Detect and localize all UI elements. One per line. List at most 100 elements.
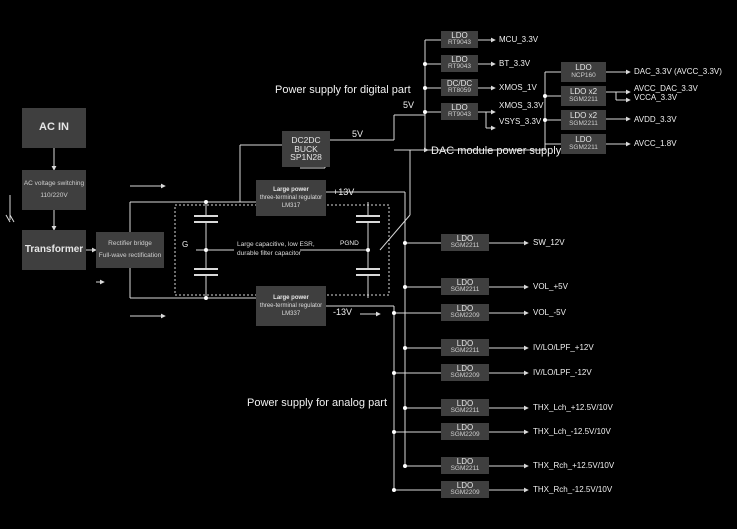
rectifier-line1: Rectifier bridge xyxy=(108,239,152,247)
dac-output-label-secondary: VCCA_3.3V xyxy=(634,93,678,102)
lm337-regulator: Large power three-terminal regulator LM3… xyxy=(256,286,326,326)
analog-ldo-part: SGM2209 xyxy=(450,431,480,439)
transformer-block: Transformer xyxy=(22,230,86,270)
digital-ldo-type: DC/DC xyxy=(446,78,473,88)
analog-ldo-type: LDO xyxy=(456,398,474,408)
dcdc-buck-block: DC2DC BUCK SP1N28 xyxy=(282,131,330,167)
reg-neg-line3: LM337 xyxy=(281,311,301,318)
analog-ldo-type: LDO xyxy=(456,456,474,466)
digital-ldo-type: LDO xyxy=(451,54,468,64)
dac-ldo-type: LDO xyxy=(575,63,592,73)
switch-line1: AC voltage switching xyxy=(23,179,85,187)
dac-output-label: DAC_3.3V (AVCC_3.3V) xyxy=(634,67,722,76)
digital-ldo-part: RT9043 xyxy=(447,111,471,119)
analog-ldo-part: SGM2211 xyxy=(450,347,480,355)
analog-ldo-part: SGM2209 xyxy=(450,372,480,380)
dac-output-label: AVCC_1.8V xyxy=(634,139,677,148)
analog-output-label: THX_Rch_+12.5V/10V xyxy=(533,460,615,470)
dac-output-label: AVDD_3.3V xyxy=(634,115,677,124)
analog-ldo-type: LDO xyxy=(456,277,474,287)
reg-neg-line1: Large power xyxy=(273,294,309,301)
analog-ldo-type: LDO xyxy=(456,233,474,243)
v5-digital-label: 5V xyxy=(403,100,415,110)
ground-g-label: G xyxy=(182,240,189,249)
digital-ldo-part: RT8059 xyxy=(447,87,471,95)
analog-ldo-type: LDO xyxy=(456,338,474,348)
analog-ldo-part: SGM2211 xyxy=(450,286,480,294)
reg-pos-line3: LM317 xyxy=(281,203,301,210)
analog-output-label: IV/LO/LPF_-12V xyxy=(533,367,592,377)
digital-ldo-type: LDO xyxy=(451,30,468,40)
pgnd-label: PGND xyxy=(340,240,359,247)
transformer-label: Transformer xyxy=(24,243,84,255)
analog-output-label: THX_Rch_-12.5V/10V xyxy=(533,484,613,494)
switch-line2: 110/220V xyxy=(40,191,68,199)
analog-output-label: IV/LO/LPF_+12V xyxy=(533,342,594,352)
digital-ldo-type: LDO xyxy=(451,102,468,112)
analog-ldo-part: SGM2211 xyxy=(450,465,480,473)
dac-ldo-part: SGM2211 xyxy=(569,119,598,127)
dcdc-line2: BUCK xyxy=(294,143,318,154)
dac-module-header: DAC module power supply xyxy=(431,145,562,157)
lm317-regulator: Large power three-terminal regulator LM3… xyxy=(256,180,326,216)
analog-ldo-type: LDO xyxy=(456,363,474,373)
reg-neg-line2: three-terminal regulator xyxy=(259,302,323,309)
analog-ldo-part: SGM2209 xyxy=(450,489,480,497)
dcdc-line1: DC2DC xyxy=(291,134,321,145)
digital-ldo-part: RT9043 xyxy=(447,39,471,47)
digital-output-label: XMOS_3.3V xyxy=(499,101,544,110)
dac-output-label: AVCC_DAC_3.3V xyxy=(634,84,698,93)
dac-ldo-type: LDO x2 xyxy=(569,111,598,121)
dac-ldo-part: SGM2211 xyxy=(569,95,598,103)
dcdc-line3: SP1N28 xyxy=(290,152,322,163)
analog-ldo-type: LDO xyxy=(456,303,474,313)
v5-main-label: 5V xyxy=(352,129,364,139)
ac-in-block: AC IN xyxy=(22,108,86,148)
analog-ldo-part: SGM2211 xyxy=(450,242,480,250)
analog-output-label: VOL_-5V xyxy=(533,307,566,317)
dac-ldo-type: LDO x2 xyxy=(569,87,598,97)
filter-cap-line1: Large capacitive, low ESR, xyxy=(237,241,315,248)
analog-output-label: THX_Lch_+12.5V/10V xyxy=(533,402,613,412)
digital-header: Power supply for digital part xyxy=(275,84,411,96)
analog-output-label: SW_12V xyxy=(533,237,565,247)
ac-in-label: AC IN xyxy=(39,121,69,134)
analog-output-label: THX_Lch_-12.5V/10V xyxy=(533,426,611,436)
digital-ldo-part: RT9043 xyxy=(447,63,471,71)
reg-pos-line1: Large power xyxy=(273,186,309,193)
digital-output-label: XMOS_1V xyxy=(499,82,537,92)
digital-output-label: BT_3.3V xyxy=(499,58,531,68)
minus13-label: -13V xyxy=(333,307,353,317)
rectifier-block: Rectifier bridge Full-wave rectification xyxy=(96,232,164,268)
analog-header: Power supply for analog part xyxy=(247,397,388,409)
reg-pos-line2: three-terminal regulator xyxy=(259,194,323,201)
analog-ldo-type: LDO xyxy=(456,480,474,490)
analog-output-label: VOL_+5V xyxy=(533,281,568,291)
dac-ldo-type: LDO xyxy=(575,135,592,145)
analog-ldo-type: LDO xyxy=(456,422,474,432)
plus13-label: +13V xyxy=(333,187,355,197)
dac-ldo-part: NCP160 xyxy=(571,71,596,79)
dac-ldo-part: SGM2211 xyxy=(569,143,598,151)
digital-output-label-secondary: VSYS_3.3V xyxy=(499,117,542,126)
digital-output-label: MCU_3.3V xyxy=(499,34,539,44)
voltage-switch-block: AC voltage switching 110/220V xyxy=(22,170,86,210)
filter-cap-line2: durable filter capacitor xyxy=(237,250,301,257)
